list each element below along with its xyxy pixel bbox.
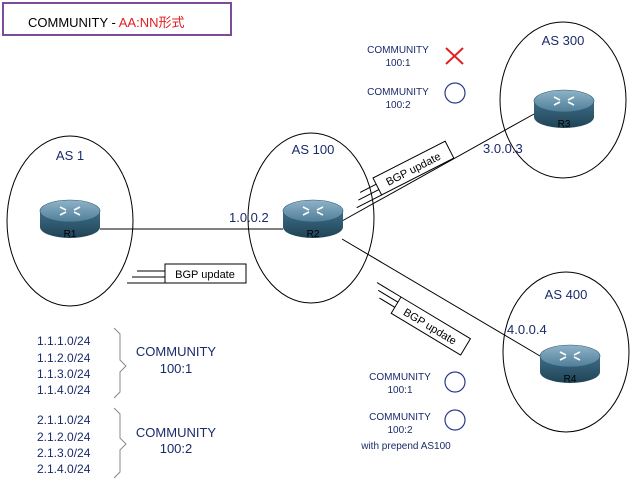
prefix-group-2-item: 2.1.4.0/24 [37, 462, 91, 476]
prefix-group-1-brace [113, 327, 127, 399]
prefix-group-1-item: 1.1.4.0/24 [37, 383, 91, 397]
prefix-group-2-community-name: COMMUNITY [136, 425, 216, 440]
as400-community-2-name: COMMUNITY [369, 412, 431, 423]
prefix-group-2-item: 2.1.2.0/24 [37, 430, 91, 444]
as300-community-2-value: 100:2 [385, 100, 410, 111]
address-r2-link: 1.0.0.2 [229, 210, 269, 225]
prefix-group-1-item: 1.1.2.0/24 [37, 351, 91, 365]
circle-icon [444, 371, 466, 393]
address-r4-link: 4.0.0.4 [507, 322, 547, 337]
router-label-r1: R1 [64, 229, 77, 240]
as300-community-2-name: COMMUNITY [367, 87, 429, 98]
as400-community-1-name: COMMUNITY [369, 372, 431, 383]
bgp-update-label: BGP update [175, 269, 235, 281]
prefix-group-1-item: 1.1.1.0/24 [37, 334, 91, 348]
router-arrows-icon [59, 206, 81, 216]
router-r3 [533, 89, 595, 128]
as400-community-2-value: 100:2 [387, 425, 412, 436]
link-r2-r4 [341, 238, 541, 357]
address-r3-link: 3.0.0.3 [483, 141, 523, 156]
router-arrows-icon [559, 351, 581, 361]
title-prefix: COMMUNITY - [28, 15, 119, 30]
as300-community-1-value: 100:1 [385, 58, 410, 69]
prefix-group-2-item: 2.1.3.0/24 [37, 446, 91, 460]
prefix-group-2-brace [113, 407, 127, 479]
as-label-as100: AS 100 [292, 142, 335, 157]
prefix-group-1-community-name: COMMUNITY [136, 344, 216, 359]
router-r4 [539, 344, 601, 383]
as-label-as300: AS 300 [542, 33, 585, 48]
as-label-as1: AS 1 [56, 148, 84, 163]
bgp-update-r2-r4: BGP update [376, 282, 472, 356]
router-label-r4: R4 [564, 374, 577, 385]
router-r2 [282, 199, 344, 238]
prefix-group-2-item: 2.1.1.0/24 [37, 413, 91, 427]
as300-community-1-name: COMMUNITY [367, 45, 429, 56]
bgp-update-r1-r2: BGP update [127, 263, 247, 284]
router-label-r3: R3 [558, 119, 571, 130]
as-label-as400: AS 400 [545, 287, 588, 302]
title-highlight: AA:NN形式 [118, 15, 185, 30]
link-r2-r3 [341, 113, 535, 222]
title-box: COMMUNITY - AA:NN形式 [2, 2, 232, 36]
circle-icon [444, 82, 466, 104]
router-arrows-icon [302, 206, 324, 216]
router-label-r2: R2 [307, 229, 320, 240]
prefix-group-1-item: 1.1.3.0/24 [37, 367, 91, 381]
as400-community-2-note: with prepend AS100 [360, 441, 451, 452]
prefix-group-2-community-value: 100:2 [160, 441, 193, 456]
router-r1 [39, 199, 101, 238]
as400-community-1-value: 100:1 [387, 385, 412, 396]
page-title: COMMUNITY - AA:NN形式 [28, 12, 185, 31]
cross-icon [445, 47, 464, 65]
prefix-group-1-community-value: 100:1 [160, 361, 193, 376]
router-arrows-icon [553, 96, 575, 106]
circle-icon [444, 409, 466, 431]
